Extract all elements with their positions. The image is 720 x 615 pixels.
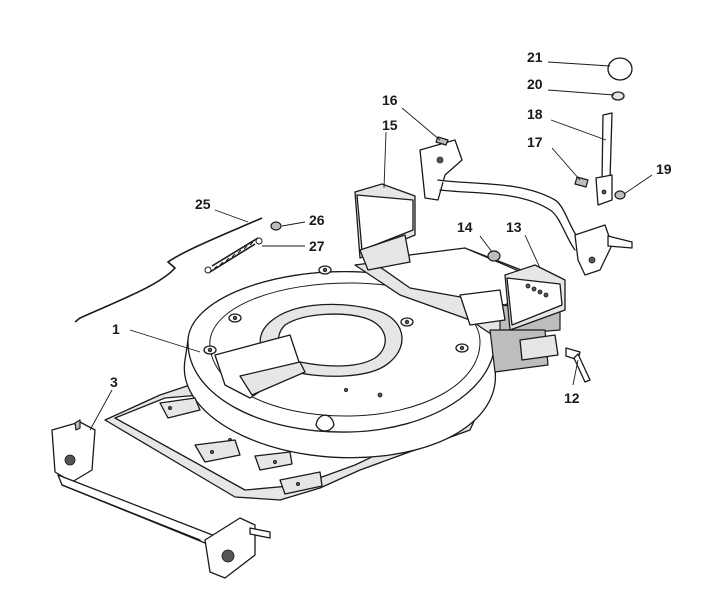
- bracket-13: [504, 264, 566, 331]
- rod-25: [74, 217, 263, 323]
- callout-20: 20: [527, 76, 543, 92]
- callout-13: 13: [506, 219, 522, 235]
- callout-1: 1: [112, 321, 120, 337]
- callout-18: 18: [527, 106, 543, 122]
- callout-12: 12: [564, 390, 580, 406]
- cutting-deck: [104, 265, 497, 501]
- callout-15: 15: [382, 117, 398, 133]
- callout-25: 25: [195, 196, 211, 212]
- callout-17: 17: [527, 134, 543, 150]
- rear-height-rod: [419, 139, 633, 276]
- callout-19: 19: [656, 161, 672, 177]
- callout-16: 16: [382, 92, 398, 108]
- callout-21: 21: [527, 49, 543, 65]
- lever-assembly: [595, 57, 633, 206]
- callout-26: 26: [309, 212, 325, 228]
- callout-27: 27: [309, 238, 325, 254]
- callout-3: 3: [110, 374, 118, 390]
- front-height-rod: [51, 419, 271, 579]
- bracket-15: [354, 183, 416, 271]
- callout-14: 14: [457, 219, 473, 235]
- callout-labels: 1 3 12 13 14 15 16 17 18 19 20 21 25 26 …: [110, 49, 672, 406]
- spring-27: [204, 237, 263, 274]
- leader-lines: [89, 61, 653, 431]
